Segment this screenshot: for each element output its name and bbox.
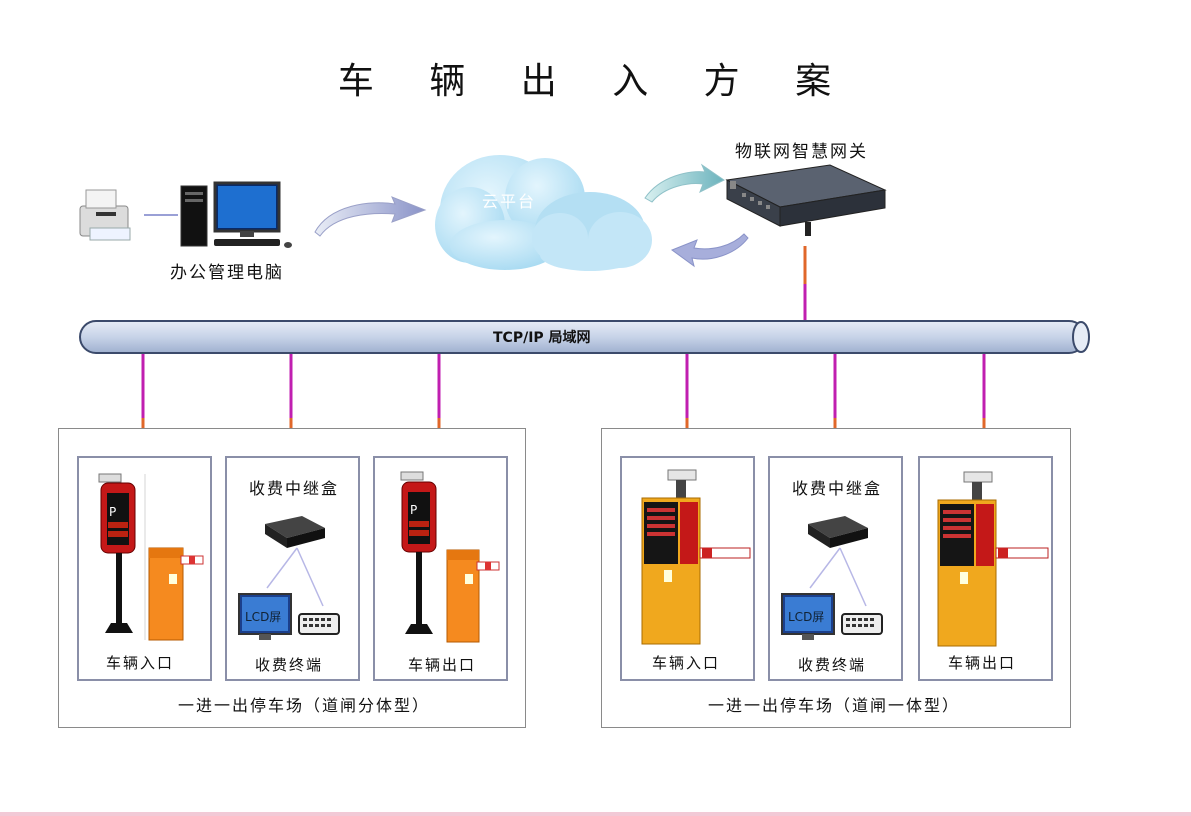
group-caption: 一进一出停车场（道闸一体型） xyxy=(708,696,961,715)
entry-card: 车辆入口 xyxy=(620,456,755,681)
cloud-label: 云平台 xyxy=(482,192,537,211)
printer-icon xyxy=(79,189,131,241)
arrow-to-cloud-return xyxy=(670,233,749,268)
lcd-label: LCD屏 xyxy=(788,610,825,624)
entry-label: 车辆入口 xyxy=(106,654,175,672)
entry-card: P 车辆入口 xyxy=(77,456,212,681)
split-exit-device-icon: P xyxy=(400,471,500,643)
gateway-label: 物联网智慧网关 xyxy=(735,142,868,162)
computer-icon xyxy=(180,181,292,248)
exit-card: P 车辆出口 xyxy=(373,456,508,681)
split-entry-device-icon: P xyxy=(98,473,204,641)
relay-card: 收费中继盒 LCD屏 收费终端 xyxy=(225,456,360,681)
integrated-entry-device-icon xyxy=(641,469,751,645)
entry-label: 车辆入口 xyxy=(652,654,721,672)
bottom-border xyxy=(0,812,1191,816)
exit-card: 车辆出口 xyxy=(918,456,1053,681)
relay-title: 收费中继盒 xyxy=(792,479,883,498)
lcd-label: LCD屏 xyxy=(245,610,282,624)
office-pc-label: 办公管理电脑 xyxy=(170,263,284,283)
cloud-icon xyxy=(435,155,652,271)
exit-label: 车辆出口 xyxy=(948,654,1017,672)
exit-label: 车辆出口 xyxy=(408,656,477,674)
page-title: 车 辆 出 入 方 案 xyxy=(337,61,854,102)
arrow-to-cloud xyxy=(314,196,427,237)
relay-terminal-graphics xyxy=(781,516,883,640)
integrated-exit-device-icon xyxy=(937,471,1049,647)
terminal-label: 收费终端 xyxy=(798,656,867,674)
group-caption: 一进一出停车场（道闸分体型） xyxy=(178,696,431,715)
relay-terminal-graphics xyxy=(238,516,340,640)
svg-text:P: P xyxy=(410,503,417,517)
svg-text:P: P xyxy=(109,505,116,519)
relay-title: 收费中继盒 xyxy=(249,479,340,498)
gateway-icon xyxy=(725,164,887,236)
lan-label: TCP/IP 局域网 xyxy=(493,330,591,346)
arrow-to-gateway xyxy=(644,163,725,203)
terminal-label: 收费终端 xyxy=(255,656,324,674)
lan-bus xyxy=(79,320,1090,354)
relay-card: 收费中继盒 LCD屏 收费终端 xyxy=(768,456,903,681)
